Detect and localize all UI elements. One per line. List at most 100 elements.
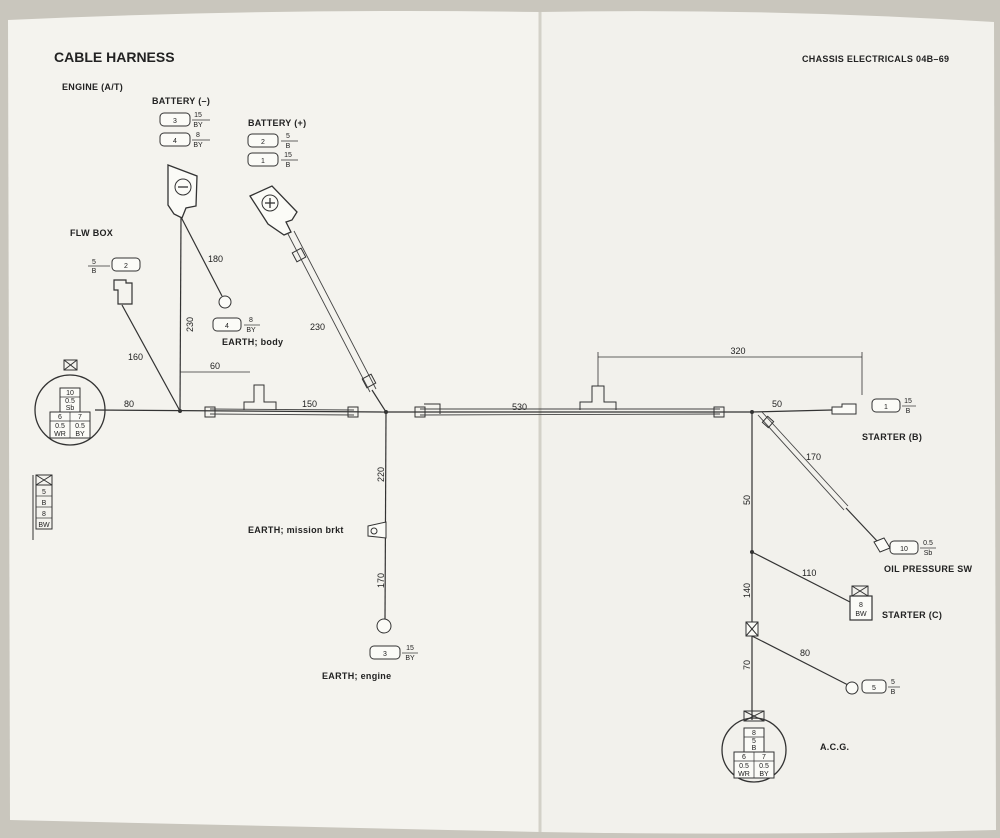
dim-530: 530 xyxy=(512,402,527,412)
dim-320: 320 xyxy=(730,346,745,356)
svg-text:B: B xyxy=(92,268,97,275)
svg-text:8: 8 xyxy=(752,730,756,737)
svg-text:B: B xyxy=(286,143,291,150)
svg-text:8: 8 xyxy=(859,602,863,609)
lc-cell: 10 xyxy=(66,390,74,397)
flw-box-connector xyxy=(111,257,141,272)
svg-text:15: 15 xyxy=(904,398,912,405)
dim-170b: 170 xyxy=(806,452,821,462)
starter-c-connector xyxy=(849,595,873,621)
lc-cell: 7 xyxy=(78,414,82,421)
svg-text:BY: BY xyxy=(193,122,203,129)
acg-round-connector xyxy=(721,717,787,783)
acg-lock-icon xyxy=(743,710,765,722)
dim-180: 180 xyxy=(208,254,223,264)
svg-text:0.5: 0.5 xyxy=(923,540,933,547)
earth-mission-label: EARTH; mission brkt xyxy=(248,525,344,535)
lc-cell: 0.5 xyxy=(65,398,75,405)
svg-text:2: 2 xyxy=(124,263,128,270)
flw-box-terminal-icon xyxy=(113,279,133,305)
battery-neg-terminal-icon xyxy=(167,164,198,219)
earth-engine-label: EARTH; engine xyxy=(322,671,391,681)
acg-label: A.C.G. xyxy=(820,742,849,752)
svg-text:B: B xyxy=(752,745,757,752)
dim-80: 80 xyxy=(124,399,134,409)
col-cell: B xyxy=(42,500,47,507)
section-label: CHASSIS ELECTRICALS 04B–69 xyxy=(802,54,949,64)
battery-neg-connector-b xyxy=(159,132,191,147)
col-cell: 8 xyxy=(42,511,46,518)
battery-pos-connector-b xyxy=(247,152,279,167)
oil-pressure-wire xyxy=(845,507,879,543)
starter-c-label: STARTER (C) xyxy=(882,610,942,620)
col-cell: BW xyxy=(38,522,50,529)
left-round-connector xyxy=(34,374,106,446)
clip xyxy=(347,406,359,418)
page-title: CABLE HARNESS xyxy=(54,49,175,65)
clip xyxy=(361,373,377,389)
svg-text:15: 15 xyxy=(284,152,292,159)
flw-box-label: FLW BOX xyxy=(70,228,113,238)
page-subtitle: ENGINE (A/T) xyxy=(62,82,123,92)
trunk-mid-sleeve-b xyxy=(419,413,721,416)
earth-down-wire xyxy=(384,411,387,621)
lc-cell: BY xyxy=(75,431,85,438)
svg-text:B: B xyxy=(286,162,291,169)
clip xyxy=(414,406,426,418)
battery-neg-label: BATTERY (–) xyxy=(152,96,210,106)
clip xyxy=(204,406,216,418)
acg-wire xyxy=(751,635,851,687)
flw-wire xyxy=(121,304,181,412)
svg-text:BY: BY xyxy=(759,771,769,778)
svg-text:15: 15 xyxy=(194,112,202,119)
oil-pressure-label: OIL PRESSURE SW xyxy=(884,564,973,574)
svg-text:0.5: 0.5 xyxy=(739,763,749,770)
svg-text:4: 4 xyxy=(173,138,177,145)
bracket xyxy=(424,403,441,414)
svg-text:8: 8 xyxy=(249,317,253,324)
left-page xyxy=(8,11,540,832)
clip xyxy=(713,406,725,418)
earth-body-wire xyxy=(180,216,223,297)
earth-body-connector xyxy=(212,317,242,332)
svg-text:1: 1 xyxy=(884,404,888,411)
svg-text:BY: BY xyxy=(246,327,256,334)
oil-pressure-connector xyxy=(889,540,919,555)
dim-150: 150 xyxy=(302,399,317,409)
junction xyxy=(750,550,754,554)
clip xyxy=(761,415,775,429)
svg-text:5: 5 xyxy=(891,679,895,686)
dim-140: 140 xyxy=(742,583,752,598)
dim-230: 230 xyxy=(185,317,195,332)
acg-eyelet xyxy=(845,681,859,695)
trunk-left-sleeve-a xyxy=(209,408,355,411)
lc-cell: 0.5 xyxy=(75,423,85,430)
junction xyxy=(384,410,388,414)
trunk-left-sleeve-b xyxy=(209,413,355,416)
starter-b-connector xyxy=(871,398,901,413)
svg-text:5: 5 xyxy=(872,685,876,692)
connector-lock-icon xyxy=(63,359,78,371)
right-page xyxy=(540,11,996,834)
svg-text:Sb: Sb xyxy=(924,550,933,557)
battery-pos-label: BATTERY (+) xyxy=(248,118,306,128)
battery-neg-connector-a xyxy=(159,112,191,127)
junction xyxy=(750,410,754,414)
col-cell: 5 xyxy=(42,489,46,496)
trunk-left xyxy=(94,409,387,413)
svg-text:0.5: 0.5 xyxy=(759,763,769,770)
svg-text:B: B xyxy=(906,408,911,415)
svg-text:15: 15 xyxy=(406,645,414,652)
earth-engine-eyelet xyxy=(376,618,392,634)
starter-c-wire xyxy=(751,551,853,604)
svg-text:3: 3 xyxy=(173,118,177,125)
svg-text:BY: BY xyxy=(193,142,203,149)
clip xyxy=(291,247,307,263)
dim-110: 110 xyxy=(802,568,816,578)
dim-220: 220 xyxy=(376,467,386,482)
dim-170: 170 xyxy=(376,573,386,588)
battery-pos-wire xyxy=(371,389,387,413)
svg-text:5: 5 xyxy=(286,133,290,140)
